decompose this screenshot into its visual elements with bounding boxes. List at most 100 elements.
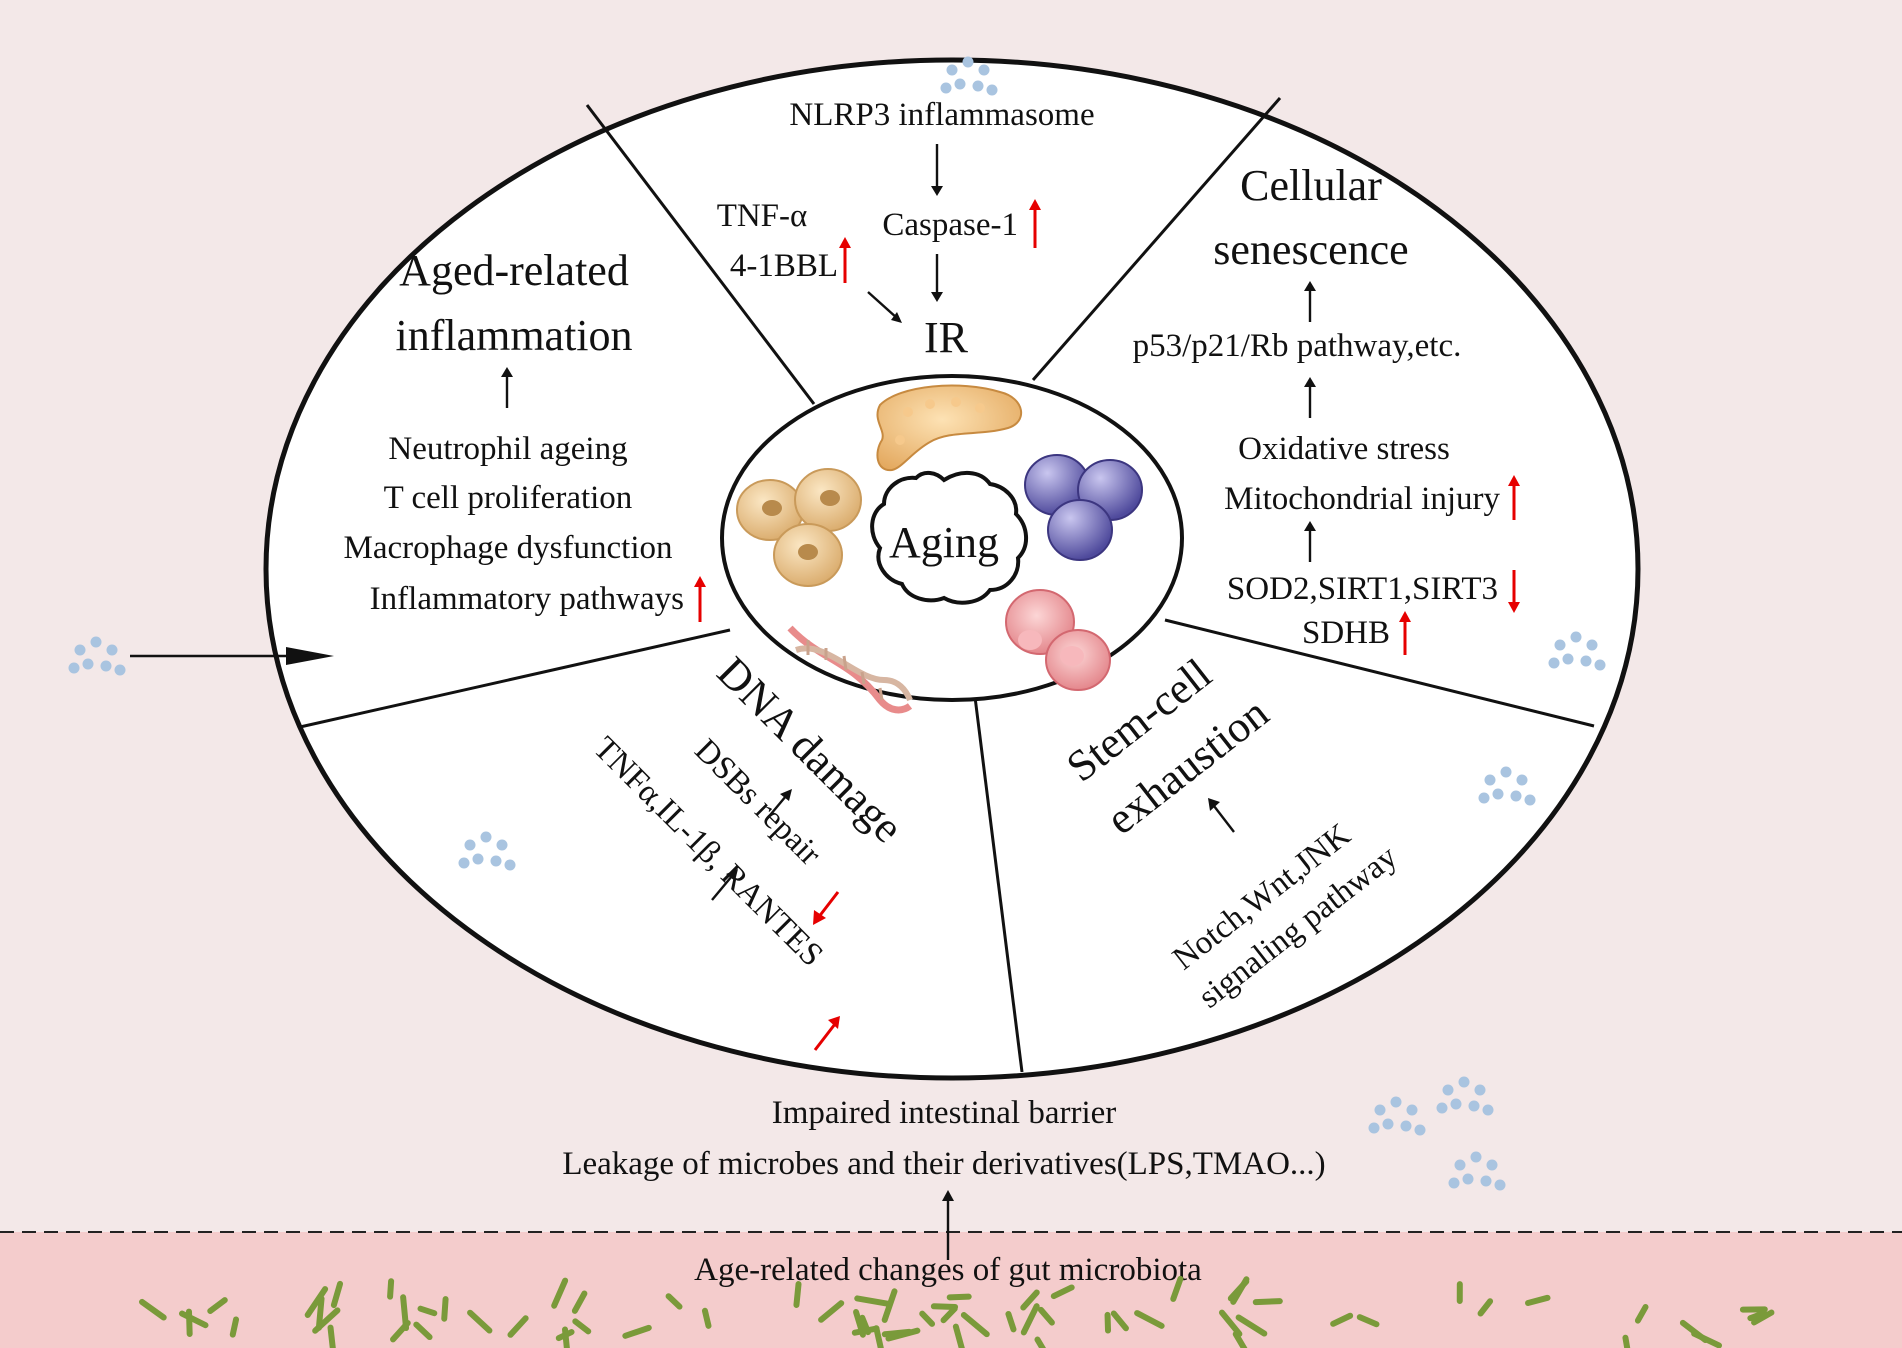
- particle-dot: [962, 56, 974, 68]
- bacterium-icon: [413, 1321, 433, 1341]
- particle-dot: [74, 644, 86, 656]
- bacterium-icon: [1252, 1298, 1283, 1306]
- bacterium-icon: [1034, 1336, 1054, 1348]
- bacterium-icon: [946, 1293, 972, 1301]
- particle-dot: [1368, 1122, 1380, 1134]
- yellow-cells-icon: [736, 468, 862, 587]
- bacterium-icon: [1134, 1310, 1165, 1329]
- particle-dot: [106, 644, 118, 656]
- increase-arrow-icon: [1508, 475, 1520, 486]
- dna-helix-icon: [787, 625, 913, 714]
- bacterium-icon: [881, 1288, 898, 1323]
- particle-dot: [1468, 1100, 1480, 1112]
- bacterium-icon: [701, 1307, 712, 1329]
- bacterium-icon: [622, 1324, 652, 1339]
- bacterium-icon: [952, 1323, 967, 1348]
- markers-line1: SOD2,SIRT1,SIRT3: [1227, 571, 1498, 607]
- bacterium-icon: [330, 1280, 344, 1309]
- particle-dot: [1400, 1120, 1412, 1132]
- particle-dot: [1450, 1098, 1462, 1110]
- arrow-head: [931, 186, 943, 196]
- bacterium-icon: [940, 1305, 958, 1324]
- particle-clusters: [68, 56, 1606, 1191]
- bacterium-icon: [178, 1310, 209, 1329]
- inflammation-item: Inflammatory pathways: [370, 581, 684, 617]
- bacterium-icon: [304, 1286, 329, 1318]
- bacterium-icon: [327, 1324, 337, 1348]
- bacterium-icon: [793, 1281, 802, 1308]
- purple-cells-icon: [1024, 454, 1143, 561]
- particle-dot: [1482, 1104, 1494, 1116]
- arrow-head: [1304, 377, 1316, 387]
- inflammation-title-line2: inflammation: [395, 311, 632, 360]
- particle-dot: [1580, 655, 1592, 667]
- pancreas-icon: [876, 384, 1023, 472]
- stress-line2: Mitochondrial injury: [1224, 481, 1500, 517]
- particle-dot: [1570, 631, 1582, 643]
- bacterium-icon: [1232, 1331, 1248, 1348]
- particle-dot: [1436, 1102, 1448, 1114]
- bacterium-icon: [919, 1310, 936, 1327]
- gear-outline-icon: [870, 471, 1028, 605]
- particle-dot: [1474, 1084, 1486, 1096]
- bacterium-icon: [1525, 1294, 1551, 1307]
- bbl-label: 4-1BBL: [730, 248, 838, 284]
- barrier-line1: Impaired intestinal barrier: [772, 1095, 1117, 1131]
- particle-dot: [986, 84, 998, 96]
- particle-dot: [114, 664, 126, 676]
- particle-dot: [1492, 788, 1504, 800]
- bacterium-icon: [572, 1318, 592, 1335]
- particle-dot: [1462, 1173, 1474, 1185]
- particle-dot: [1454, 1159, 1466, 1171]
- particle-dot: [68, 662, 80, 674]
- particle-dot: [978, 64, 990, 76]
- markers-line2: SDHB: [1302, 615, 1390, 651]
- bacterium-icon: [551, 1277, 569, 1309]
- senescence-title-line2: senescence: [1213, 225, 1408, 274]
- bacterium-icon: [1235, 1314, 1268, 1337]
- particle-dot: [940, 82, 952, 94]
- particle-dot: [496, 839, 508, 851]
- particle-dot: [504, 859, 516, 871]
- bacterium-icon: [1230, 1276, 1250, 1305]
- increase-arrow-icon: [694, 576, 706, 587]
- nlrp3-label: NLRP3 inflammasome: [789, 97, 1094, 133]
- particle-dot: [946, 64, 958, 76]
- particle-dot: [1480, 1175, 1492, 1187]
- red-blood-cells-icon: [1005, 589, 1111, 691]
- arrow-head: [1208, 798, 1220, 811]
- increase-arrow-icon: [839, 237, 851, 248]
- increase-arrow-icon: [1399, 611, 1411, 622]
- bacterium-icon: [818, 1300, 845, 1323]
- barrier-line2: Leakage of microbes and their derivative…: [562, 1146, 1325, 1182]
- caspase-label: Caspase-1: [882, 207, 1018, 243]
- bacterium-icon: [185, 1308, 193, 1337]
- particle-dot: [1470, 1151, 1482, 1163]
- particle-dot: [1486, 1159, 1498, 1171]
- particle-dot: [458, 857, 470, 869]
- ir-title: IR: [924, 313, 969, 362]
- arrow-head: [726, 869, 738, 881]
- particle-dot: [1382, 1118, 1394, 1130]
- particle-dot: [1516, 774, 1528, 786]
- decrease-arrow-icon: [1508, 602, 1520, 613]
- bacterium-icon: [1110, 1310, 1129, 1332]
- arrow-head: [501, 367, 513, 377]
- particle-dot: [1586, 639, 1598, 651]
- bacterium-icon: [1622, 1334, 1632, 1348]
- bacterium-icon: [1330, 1312, 1354, 1327]
- particle-dot: [1524, 794, 1536, 806]
- gut-label: Age-related changes of gut microbiota: [694, 1252, 1202, 1288]
- particle-dot: [1448, 1177, 1460, 1189]
- particle-dot: [464, 839, 476, 851]
- particle-dot: [1414, 1124, 1426, 1136]
- particle-dot: [1500, 766, 1512, 778]
- particle-dot: [1548, 657, 1560, 669]
- particle-dot: [472, 853, 484, 865]
- particle-dot: [480, 831, 492, 843]
- tnf-label: TNF-α: [717, 198, 808, 234]
- particle-dot: [1374, 1104, 1386, 1116]
- particle-dot: [1484, 774, 1496, 786]
